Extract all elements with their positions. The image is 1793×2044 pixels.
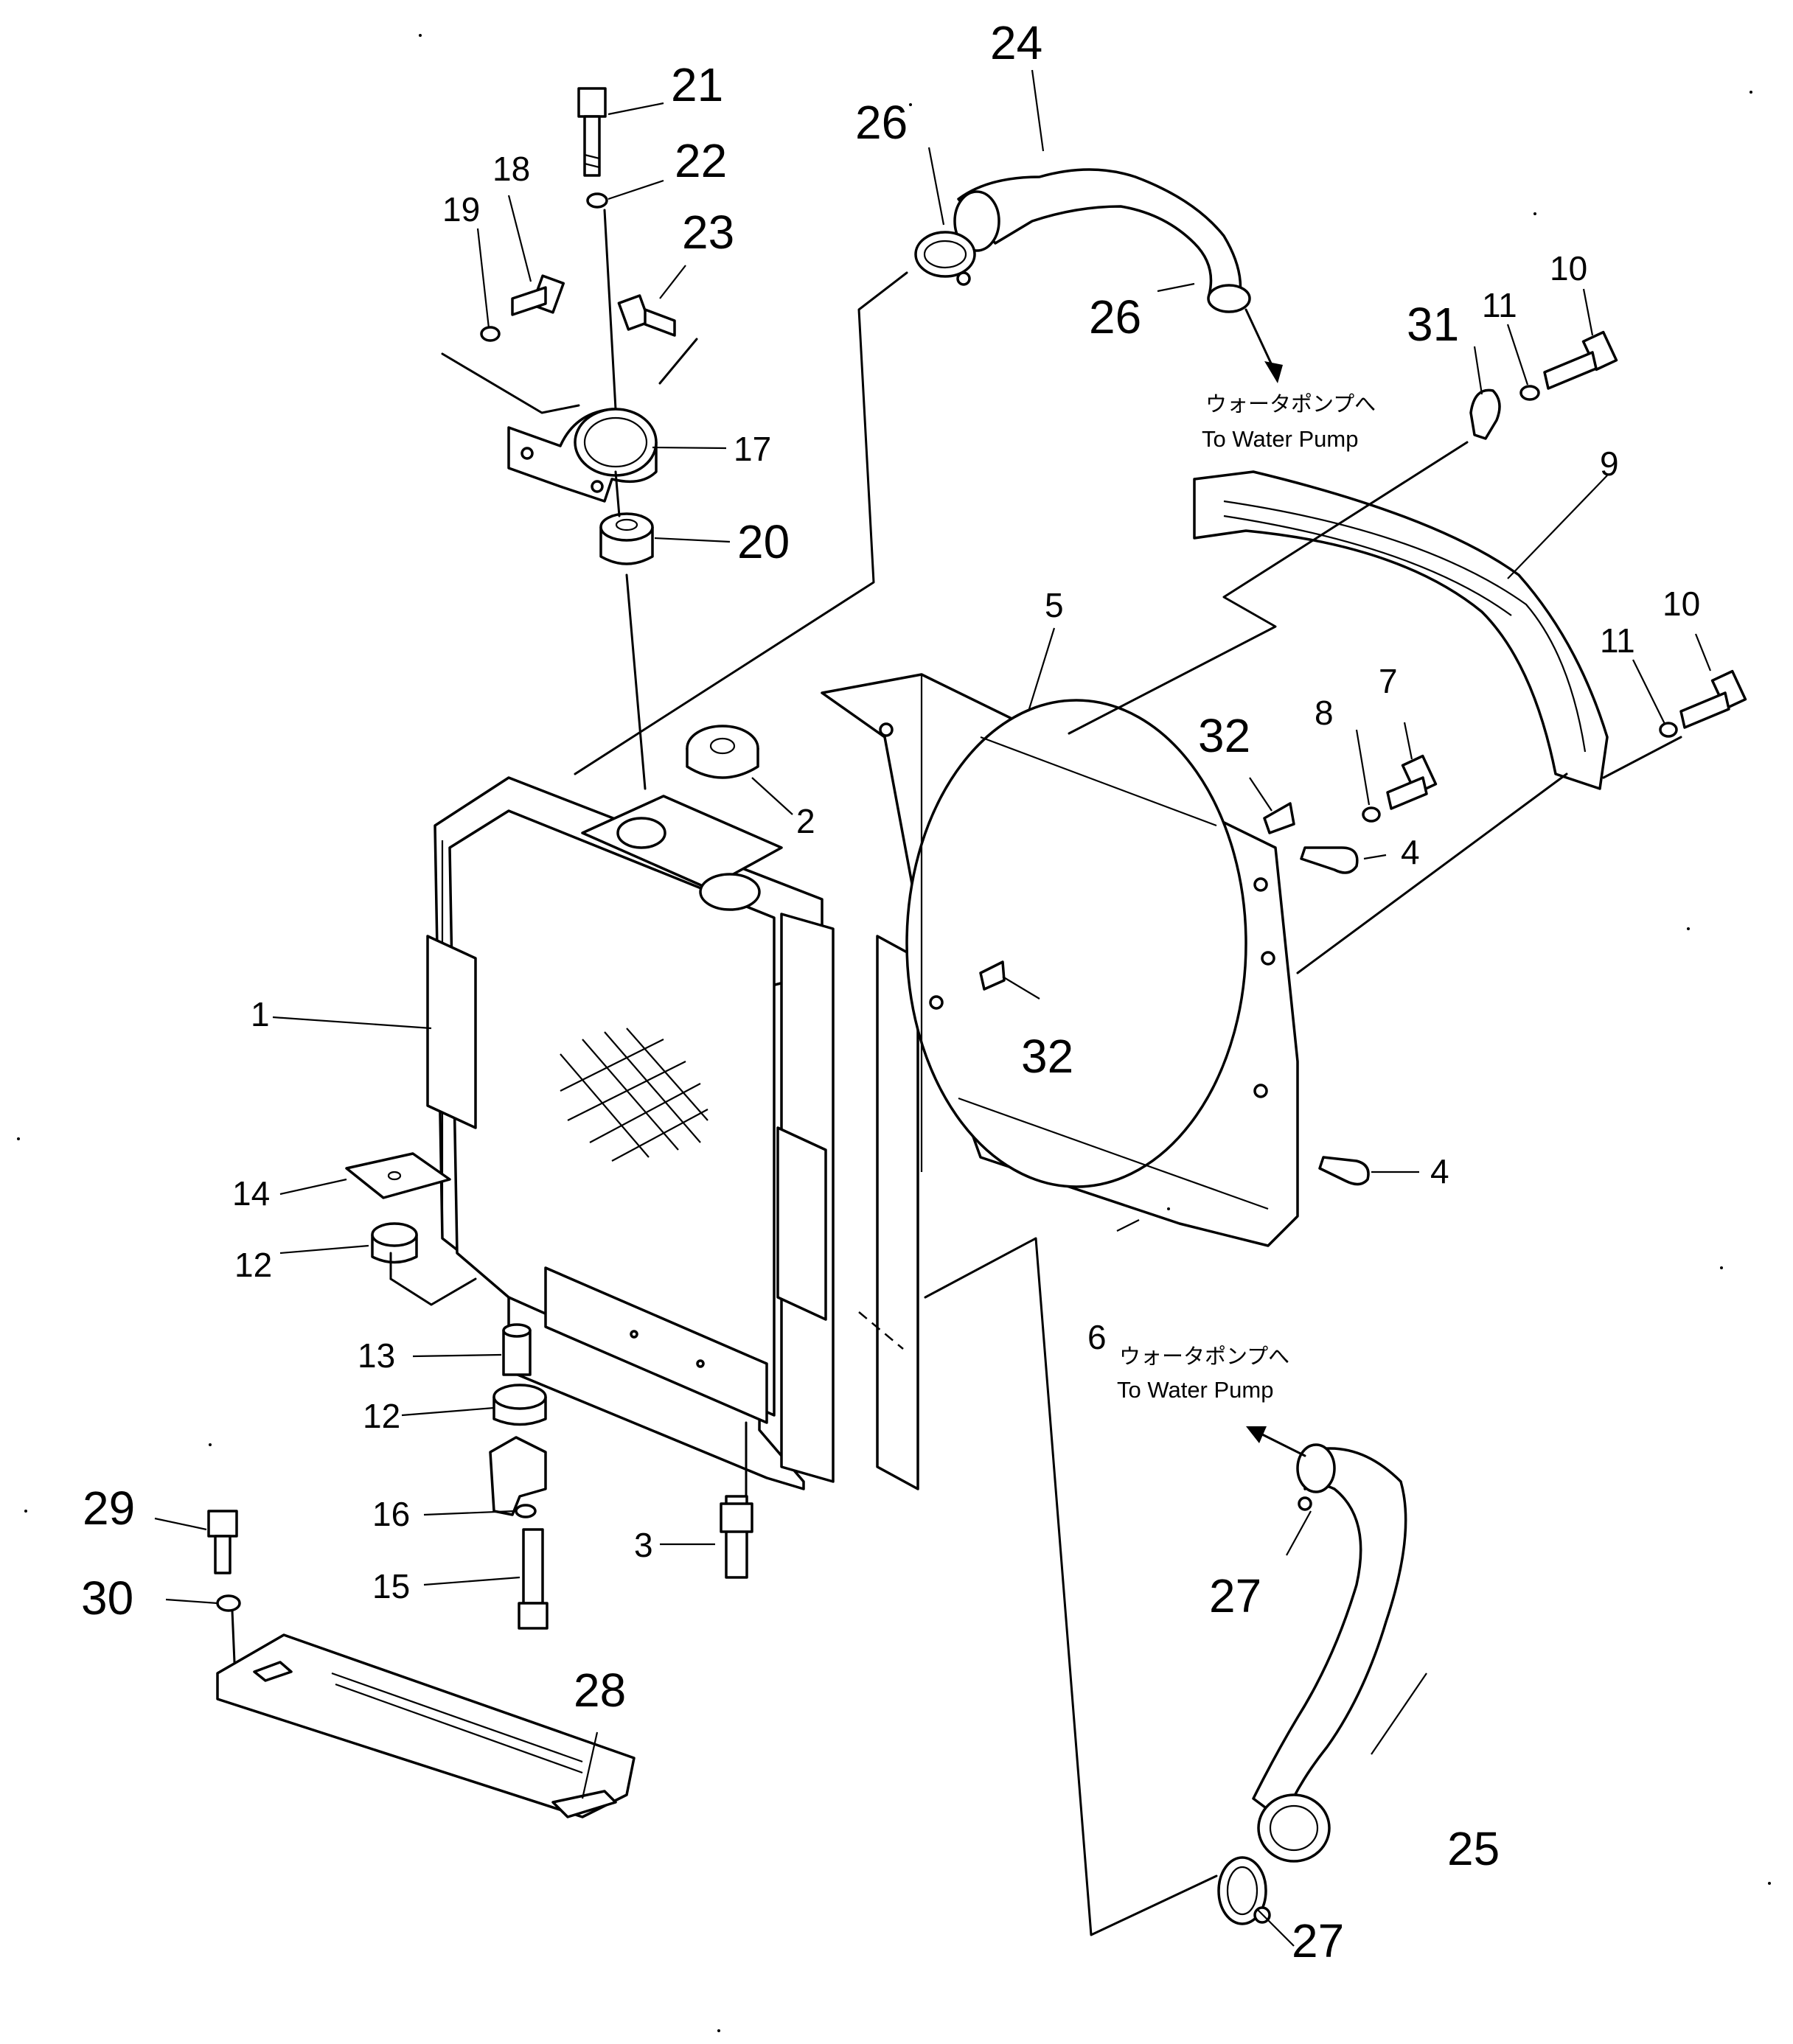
hose-clamp-27-upper xyxy=(1298,1496,1312,1511)
callout-27-upper: 27 xyxy=(1209,1569,1261,1622)
spacer-13 xyxy=(502,1323,532,1376)
callout-13: 13 xyxy=(358,1336,395,1375)
bolt-18 xyxy=(511,274,565,316)
callout-29: 29 xyxy=(83,1482,135,1535)
assembly-guide-lines xyxy=(231,209,1682,1936)
lock-washer-11-lower xyxy=(1659,722,1678,738)
lock-washer-19 xyxy=(480,326,501,342)
bottom-cover-plate xyxy=(216,1633,636,1818)
callout-2: 2 xyxy=(796,802,815,840)
svg-text:To Water Pump: To Water Pump xyxy=(1117,1377,1273,1403)
callout-30: 30 xyxy=(81,1572,133,1625)
hose-clamp-27-lower xyxy=(1217,1856,1271,1925)
plate-14 xyxy=(345,1152,451,1199)
callout-18: 18 xyxy=(492,150,530,188)
callout-4-upper: 4 xyxy=(1401,833,1420,871)
mount-bracket-lower xyxy=(489,1436,547,1516)
radiator-core xyxy=(426,776,919,1490)
upper-hose xyxy=(953,168,1251,313)
rubber-mount-12-upper xyxy=(371,1222,418,1264)
lock-washer-8 xyxy=(1362,806,1381,823)
fan-guard xyxy=(1193,470,1609,790)
bolt-21 xyxy=(577,87,607,177)
callout-23: 23 xyxy=(682,206,734,259)
callout-5: 5 xyxy=(1045,586,1064,624)
callout-25: 25 xyxy=(1447,1822,1500,1875)
rubber-mount-12-lower xyxy=(492,1384,547,1426)
bolt-10-lower xyxy=(1679,669,1747,729)
callout-20: 20 xyxy=(737,515,790,568)
lock-washer-16 xyxy=(515,1504,537,1518)
note-to-water-pump-lower: ウォータポンプへ To Water Pump xyxy=(1117,1344,1289,1403)
callout-11-lower: 11 xyxy=(1600,621,1635,660)
callout-32-lower: 32 xyxy=(1021,1030,1073,1083)
callout-19: 19 xyxy=(442,190,480,229)
grommet-32-upper xyxy=(1263,802,1295,834)
core-fin-hatch xyxy=(560,1028,709,1162)
bolt-15 xyxy=(518,1528,549,1630)
lower-hose xyxy=(1252,1443,1407,1863)
callout-12-upper: 12 xyxy=(234,1246,272,1284)
callout-31: 31 xyxy=(1407,298,1459,351)
callout-26-left: 26 xyxy=(855,96,908,149)
hose-clamp-26-upper xyxy=(914,231,976,286)
callout-17: 17 xyxy=(734,430,771,468)
callout-28: 28 xyxy=(574,1664,626,1717)
clip-31 xyxy=(1469,388,1501,440)
upper-mount-bracket xyxy=(507,408,658,503)
callout-7: 7 xyxy=(1379,662,1398,700)
fan-shroud xyxy=(821,673,1299,1247)
callout-10-lower: 10 xyxy=(1663,585,1700,623)
lock-washer-22 xyxy=(586,192,608,209)
bolt-29 xyxy=(207,1510,238,1574)
callout-10-upper: 10 xyxy=(1550,249,1587,287)
lock-washer-11-upper xyxy=(1519,385,1540,401)
callout-32-upper: 32 xyxy=(1198,709,1250,762)
svg-text:To Water Pump: To Water Pump xyxy=(1202,426,1358,452)
leader-lines xyxy=(154,69,1712,1947)
bolt-10-upper xyxy=(1543,330,1618,390)
callout-3: 3 xyxy=(634,1526,653,1564)
callout-21: 21 xyxy=(671,58,723,111)
callout-6: 6 xyxy=(1087,1318,1107,1356)
callout-24: 24 xyxy=(990,16,1042,69)
rubber-mount-20 xyxy=(599,512,654,565)
callout-9: 9 xyxy=(1600,444,1619,483)
callout-12-lower: 12 xyxy=(363,1397,400,1435)
callout-4-lower: 4 xyxy=(1430,1152,1449,1190)
clip-4-upper xyxy=(1300,846,1359,874)
callout-14: 14 xyxy=(232,1174,270,1213)
callout-numbers: 1 2 3 4 4 5 6 7 8 9 10 10 11 11 12 12 13… xyxy=(81,16,1700,1967)
svg-text:ウォータポンプへ: ウォータポンプへ xyxy=(1119,1344,1289,1369)
callout-15: 15 xyxy=(372,1567,410,1605)
callout-16: 16 xyxy=(372,1495,410,1533)
flow-arrow-upper xyxy=(1244,308,1283,383)
callout-11-upper: 11 xyxy=(1482,286,1517,324)
callout-27-lower: 27 xyxy=(1292,1914,1344,1967)
bolt-23 xyxy=(617,294,676,337)
callout-26-right: 26 xyxy=(1089,290,1141,343)
callout-8: 8 xyxy=(1315,694,1334,732)
scan-specks xyxy=(17,34,1771,2032)
callout-1: 1 xyxy=(251,995,270,1033)
svg-text:ウォータポンプへ: ウォータポンプへ xyxy=(1205,391,1376,416)
radiator-cap xyxy=(686,725,759,779)
note-to-water-pump-upper: ウォータポンプへ To Water Pump xyxy=(1202,391,1376,452)
drain-valve xyxy=(720,1421,753,1579)
flow-arrow-lower xyxy=(1246,1426,1306,1457)
grommet-32-lower xyxy=(979,960,1006,991)
lock-washer-30 xyxy=(216,1594,241,1612)
bolt-7 xyxy=(1386,754,1438,810)
clip-4-lower xyxy=(1318,1156,1370,1186)
callout-22: 22 xyxy=(675,134,727,187)
